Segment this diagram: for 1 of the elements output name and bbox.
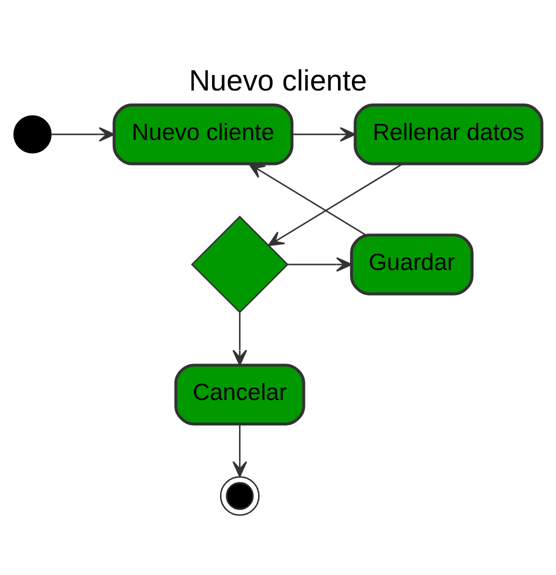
diagram-title: Nuevo cliente [188, 64, 368, 97]
